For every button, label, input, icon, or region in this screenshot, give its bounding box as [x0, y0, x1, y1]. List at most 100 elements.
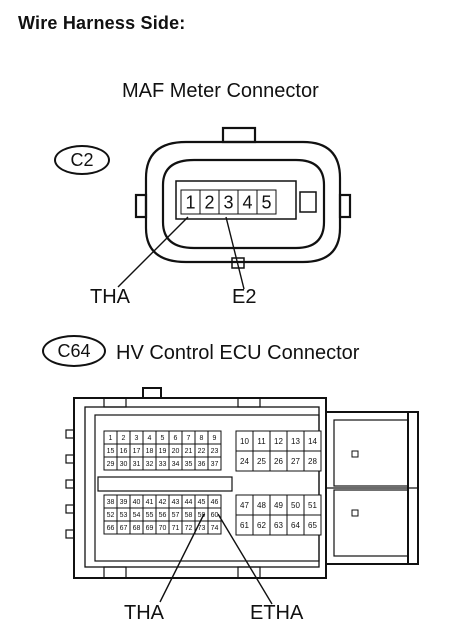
ecu-pin-4: 4 — [148, 435, 152, 442]
ecu-pin-27: 27 — [291, 457, 300, 466]
ecu-pin-23: 23 — [211, 448, 219, 455]
ecu-pin-68: 68 — [133, 525, 141, 532]
ecu-pin-31: 31 — [133, 461, 141, 468]
ecu-pin-6: 6 — [174, 435, 178, 442]
ecu-pin-47: 47 — [240, 501, 249, 510]
ecu-pin-11: 11 — [257, 437, 266, 446]
ecu-pin-13: 13 — [291, 437, 300, 446]
ecu-pin-22: 22 — [198, 448, 206, 455]
ecu-pin-2: 2 — [122, 435, 126, 442]
ecu-pin-14: 14 — [308, 437, 317, 446]
ecu-pin-61: 61 — [240, 521, 249, 530]
ecu-label-tha: THA — [124, 602, 165, 624]
ecu-pin-39: 39 — [120, 499, 128, 506]
ecu-pin-46: 46 — [211, 499, 219, 506]
ecu-pin-18: 18 — [146, 448, 154, 455]
ecu-pin-55: 55 — [146, 512, 154, 519]
maf-lock-tab — [299, 191, 317, 213]
ecu-pin-54: 54 — [133, 512, 141, 519]
ecu-pin-7: 7 — [187, 435, 191, 442]
header-title: Wire Harness Side: — [18, 13, 186, 33]
ecu-pin-63: 63 — [274, 521, 283, 530]
ecu-pin-58: 58 — [185, 512, 193, 519]
ecu-pin-34: 34 — [172, 461, 180, 468]
ecu-pin-10: 10 — [240, 437, 249, 446]
ecu-pin-49: 49 — [274, 501, 283, 510]
ecu-pin-53: 53 — [120, 512, 128, 519]
ecu-pin-32: 32 — [146, 461, 154, 468]
ecu-pin-65: 65 — [308, 521, 317, 530]
ecu-pin-44: 44 — [185, 499, 193, 506]
ecu-pin-28: 28 — [308, 457, 317, 466]
maf-pin-1: 1 — [185, 192, 195, 212]
ecu-pin-66: 66 — [107, 525, 115, 532]
ecu-pin-16: 16 — [120, 448, 128, 455]
ecu-pin-43: 43 — [172, 499, 180, 506]
ecu-pin-24: 24 — [240, 457, 249, 466]
maf-connector-code-badge: C2 — [54, 145, 110, 175]
maf-connector-title: MAF Meter Connector — [122, 80, 319, 102]
ecu-pin-45: 45 — [198, 499, 206, 506]
ecu-pin-42: 42 — [159, 499, 167, 506]
ecu-pin-3: 3 — [135, 435, 139, 442]
ecu-pin-20: 20 — [172, 448, 180, 455]
ecu-pin-56: 56 — [159, 512, 167, 519]
ecu-pin-74: 74 — [211, 525, 219, 532]
ecu-pin-29: 29 — [107, 461, 115, 468]
ecu-pin-37-cell — [207, 456, 222, 471]
ecu-pin-28-cell — [303, 450, 322, 472]
ecu-pin-70: 70 — [159, 525, 167, 532]
ecu-pin-48: 48 — [257, 501, 266, 510]
ecu-pin-41: 41 — [146, 499, 154, 506]
ecu-pin-17: 17 — [133, 448, 141, 455]
ecu-leader-lines — [159, 513, 273, 605]
ecu-connector-title: HV Control ECU Connector — [116, 342, 360, 364]
ecu-pin-36: 36 — [198, 461, 206, 468]
maf-pin-5: 5 — [261, 192, 271, 212]
ecu-pin-12: 12 — [274, 437, 283, 446]
ecu-pin-60: 60 — [211, 512, 219, 519]
ecu-pin-15: 15 — [107, 448, 115, 455]
ecu-pin-25: 25 — [257, 457, 266, 466]
ecu-pin-73: 73 — [198, 525, 206, 532]
ecu-pin-72: 72 — [185, 525, 193, 532]
ecu-pin-67: 67 — [120, 525, 128, 532]
ecu-pin-64: 64 — [291, 521, 300, 530]
maf-pin-5-cell — [256, 189, 277, 215]
ecu-pin-57: 57 — [172, 512, 180, 519]
ecu-pin-50: 50 — [291, 501, 300, 510]
ecu-pin-30: 30 — [120, 461, 128, 468]
ecu-label-etha: ETHA — [250, 602, 304, 624]
ecu-pin-59: 59 — [198, 512, 206, 519]
ecu-pin-21: 21 — [185, 448, 193, 455]
ecu-pin-37: 37 — [211, 461, 219, 468]
ecu-pin-9: 9 — [213, 435, 217, 442]
ecu-pin-5: 5 — [161, 435, 165, 442]
ecu-pin-65-cell — [303, 514, 322, 536]
ecu-pin-62: 62 — [257, 521, 266, 530]
maf-pin-2: 2 — [204, 192, 214, 212]
ecu-pin-40: 40 — [133, 499, 141, 506]
ecu-pin-51: 51 — [308, 501, 317, 510]
ecu-pin-38: 38 — [107, 499, 115, 506]
ecu-pin-33: 33 — [159, 461, 167, 468]
ecu-pin-8: 8 — [200, 435, 204, 442]
ecu-pin-35: 35 — [185, 461, 193, 468]
ecu-pin-74-cell — [207, 520, 222, 535]
ecu-pin-69: 69 — [146, 525, 154, 532]
ecu-pin-52: 52 — [107, 512, 115, 519]
maf-pin-3: 3 — [223, 192, 233, 212]
ecu-pin-26: 26 — [274, 457, 283, 466]
ecu-pin-71: 71 — [172, 525, 180, 532]
maf-label-e2: E2 — [232, 286, 256, 308]
maf-label-tha: THA — [90, 286, 131, 308]
maf-connector-housing — [134, 126, 352, 269]
ecu-connector-code-badge: C64 — [42, 335, 106, 367]
ecu-pin-1: 1 — [109, 435, 113, 442]
ecu-pin-19: 19 — [159, 448, 167, 455]
maf-pin-4: 4 — [242, 192, 252, 212]
maf-leader-lines — [117, 216, 245, 290]
